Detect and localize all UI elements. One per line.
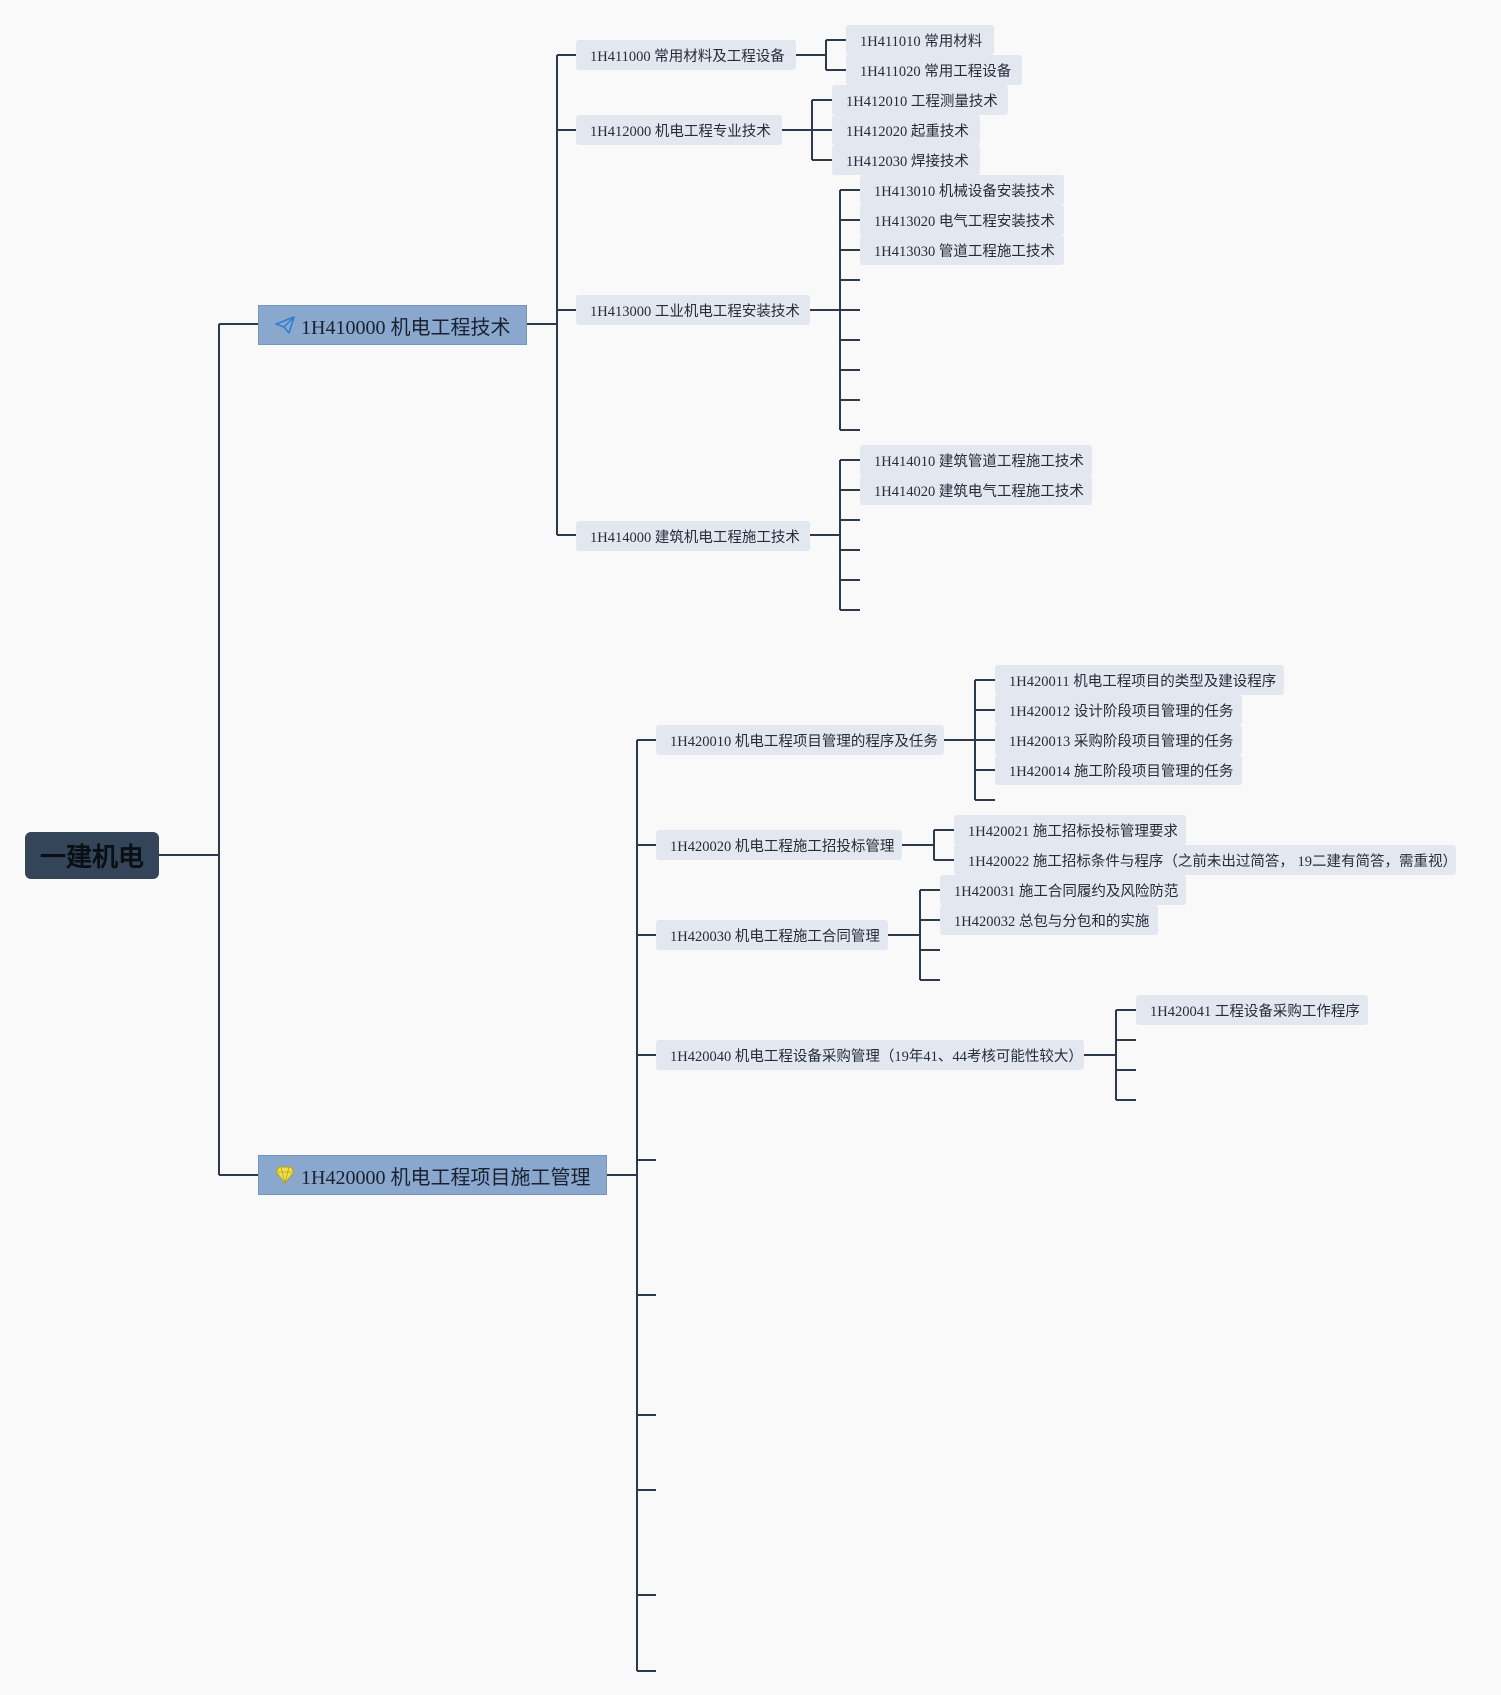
topic-1h420030[interactable]: 1H420030 机电工程施工合同管理 [656, 920, 888, 950]
subtopic-1h420013[interactable]: 1H420013 采购阶段项目管理的任务 [995, 725, 1242, 755]
subtopic-1h412020[interactable]: 1H412020 起重技术 [832, 115, 980, 145]
subtopic-label: 1H420022 施工招标条件与程序（之前未出过简答， 19二建有简答，需重视） [968, 853, 1457, 870]
subtopic-label: 1H413030 管道工程施工技术 [874, 243, 1055, 260]
topic-label: 1H420030 机电工程施工合同管理 [670, 928, 880, 945]
subtopic-label: 1H413020 电气工程安装技术 [874, 213, 1055, 230]
subtopic-1h420022[interactable]: 1H420022 施工招标条件与程序（之前未出过简答， 19二建有简答，需重视） [954, 845, 1457, 875]
subtopic-label: 1H412010 工程测量技术 [846, 93, 998, 110]
subtopic-1h411020[interactable]: 1H411020 常用工程设备 [846, 55, 1022, 85]
root-label: 一建机电 [39, 843, 144, 873]
subtopic-label: 1H420014 施工阶段项目管理的任务 [1009, 763, 1234, 780]
subtopic-1h414010[interactable]: 1H414010 建筑管道工程施工技术 [860, 445, 1092, 475]
topic-label: 1H413000 工业机电工程安装技术 [590, 303, 800, 320]
paper-plane-icon [275, 316, 295, 334]
topic-1h411000[interactable]: 1H411000 常用材料及工程设备 [576, 40, 796, 70]
subtopic-1h413020[interactable]: 1H413020 电气工程安装技术 [860, 205, 1064, 235]
topic-label: 1H411000 常用材料及工程设备 [590, 48, 785, 65]
topic-label: 1H412000 机电工程专业技术 [590, 123, 771, 140]
subtopic-1h411010[interactable]: 1H411010 常用材料 [846, 25, 994, 55]
subtopic-1h412030[interactable]: 1H412030 焊接技术 [832, 145, 980, 175]
subtopic-label: 1H411010 常用材料 [860, 33, 983, 50]
root-node[interactable]: 一建机电 [25, 832, 159, 879]
subtopic-1h420014[interactable]: 1H420014 施工阶段项目管理的任务 [995, 755, 1242, 785]
subtopic-1h420032[interactable]: 1H420032 总包与分包和的实施 [940, 905, 1158, 935]
topic-1h420040[interactable]: 1H420040 机电工程设备采购管理（19年41、44考核可能性较大） [656, 1040, 1084, 1070]
subtopic-label: 1H411020 常用工程设备 [860, 63, 1012, 80]
subtopic-label: 1H414010 建筑管道工程施工技术 [874, 453, 1084, 470]
subtopic-1h414020[interactable]: 1H414020 建筑电气工程施工技术 [860, 475, 1092, 505]
branch-label: 1H420000 机电工程项目施工管理 [301, 1166, 591, 1189]
subtopic-1h420011[interactable]: 1H420011 机电工程项目的类型及建设程序 [995, 665, 1284, 695]
subtopic-label: 1H420041 工程设备采购工作程序 [1150, 1003, 1360, 1020]
branch-1h410000[interactable]: 1H410000 机电工程技术 [258, 305, 527, 345]
topic-1h413000[interactable]: 1H413000 工业机电工程安装技术 [576, 295, 810, 325]
subtopic-label: 1H420012 设计阶段项目管理的任务 [1009, 703, 1234, 720]
topic-1h420020[interactable]: 1H420020 机电工程施工招投标管理 [656, 830, 902, 860]
subtopic-label: 1H414020 建筑电气工程施工技术 [874, 483, 1084, 500]
topic-label: 1H420040 机电工程设备采购管理（19年41、44考核可能性较大） [670, 1048, 1083, 1065]
subtopic-label: 1H412020 起重技术 [846, 123, 969, 140]
subtopic-1h412010[interactable]: 1H412010 工程测量技术 [832, 85, 1008, 115]
topic-label: 1H420010 机电工程项目管理的程序及任务 [670, 733, 938, 750]
subtopic-1h420031[interactable]: 1H420031 施工合同履约及风险防范 [940, 875, 1186, 905]
subtopic-label: 1H420021 施工招标投标管理要求 [968, 823, 1178, 840]
subtopic-label: 1H420031 施工合同履约及风险防范 [954, 883, 1179, 900]
subtopic-label: 1H420032 总包与分包和的实施 [954, 913, 1150, 930]
topic-label: 1H414000 建筑机电工程施工技术 [590, 529, 800, 546]
diamond-icon [275, 1166, 295, 1184]
subtopic-1h420021[interactable]: 1H420021 施工招标投标管理要求 [954, 815, 1186, 845]
subtopic-1h413010[interactable]: 1H413010 机械设备安装技术 [860, 175, 1064, 205]
subtopic-label: 1H413010 机械设备安装技术 [874, 183, 1055, 200]
branch-1h420000[interactable]: 1H420000 机电工程项目施工管理 [258, 1155, 607, 1195]
subtopic-1h413030[interactable]: 1H413030 管道工程施工技术 [860, 235, 1064, 265]
subtopic-1h420012[interactable]: 1H420012 设计阶段项目管理的任务 [995, 695, 1242, 725]
subtopic-label: 1H420013 采购阶段项目管理的任务 [1009, 733, 1234, 750]
topic-label: 1H420020 机电工程施工招投标管理 [670, 838, 895, 855]
subtopic-label: 1H420011 机电工程项目的类型及建设程序 [1009, 673, 1277, 690]
topic-1h420010[interactable]: 1H420010 机电工程项目管理的程序及任务 [656, 725, 944, 755]
subtopic-label: 1H412030 焊接技术 [846, 153, 969, 170]
topic-1h412000[interactable]: 1H412000 机电工程专业技术 [576, 115, 782, 145]
branch-label: 1H410000 机电工程技术 [301, 316, 511, 339]
subtopic-1h420041[interactable]: 1H420041 工程设备采购工作程序 [1136, 995, 1368, 1025]
topic-1h414000[interactable]: 1H414000 建筑机电工程施工技术 [576, 521, 810, 551]
